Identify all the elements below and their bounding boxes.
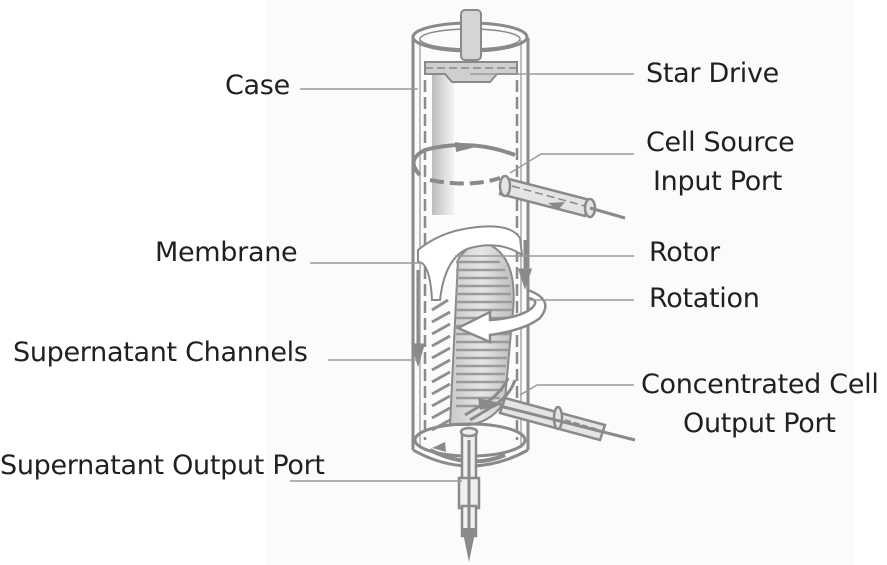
- leader-lines: [290, 73, 634, 482]
- label-case: Case: [225, 70, 290, 101]
- cell-source-input-port: [498, 174, 626, 220]
- supernatant-output-port: [457, 426, 481, 562]
- input-flow-loop: [411, 142, 516, 186]
- label-star-drive: Star Drive: [646, 58, 779, 89]
- label-rotation: Rotation: [649, 283, 760, 314]
- leader-concentrated-cell: [519, 384, 634, 396]
- membrane-band: [417, 225, 524, 301]
- label-supernatant-channels: Supernatant Channels: [13, 337, 308, 368]
- label-cell-source-line1: Cell Source: [646, 127, 795, 158]
- label-concentrated-cell-line2: Output Port: [683, 408, 836, 439]
- concentrated-cell-output-port: [478, 396, 636, 442]
- rotation-arrow: [455, 288, 547, 344]
- label-supernatant-output-port: Supernatant Output Port: [0, 450, 325, 481]
- downflow-arrows: [410, 240, 533, 368]
- leader-cell-source: [509, 153, 634, 174]
- label-rotor: Rotor: [649, 237, 720, 268]
- label-cell-source-line2: Input Port: [653, 166, 783, 197]
- label-membrane: Membrane: [155, 237, 298, 268]
- supernatant-channels: [431, 298, 451, 432]
- diagram-background: [265, 0, 855, 565]
- label-concentrated-cell-line1: Concentrated Cell: [641, 369, 879, 400]
- star-drive: [424, 9, 518, 83]
